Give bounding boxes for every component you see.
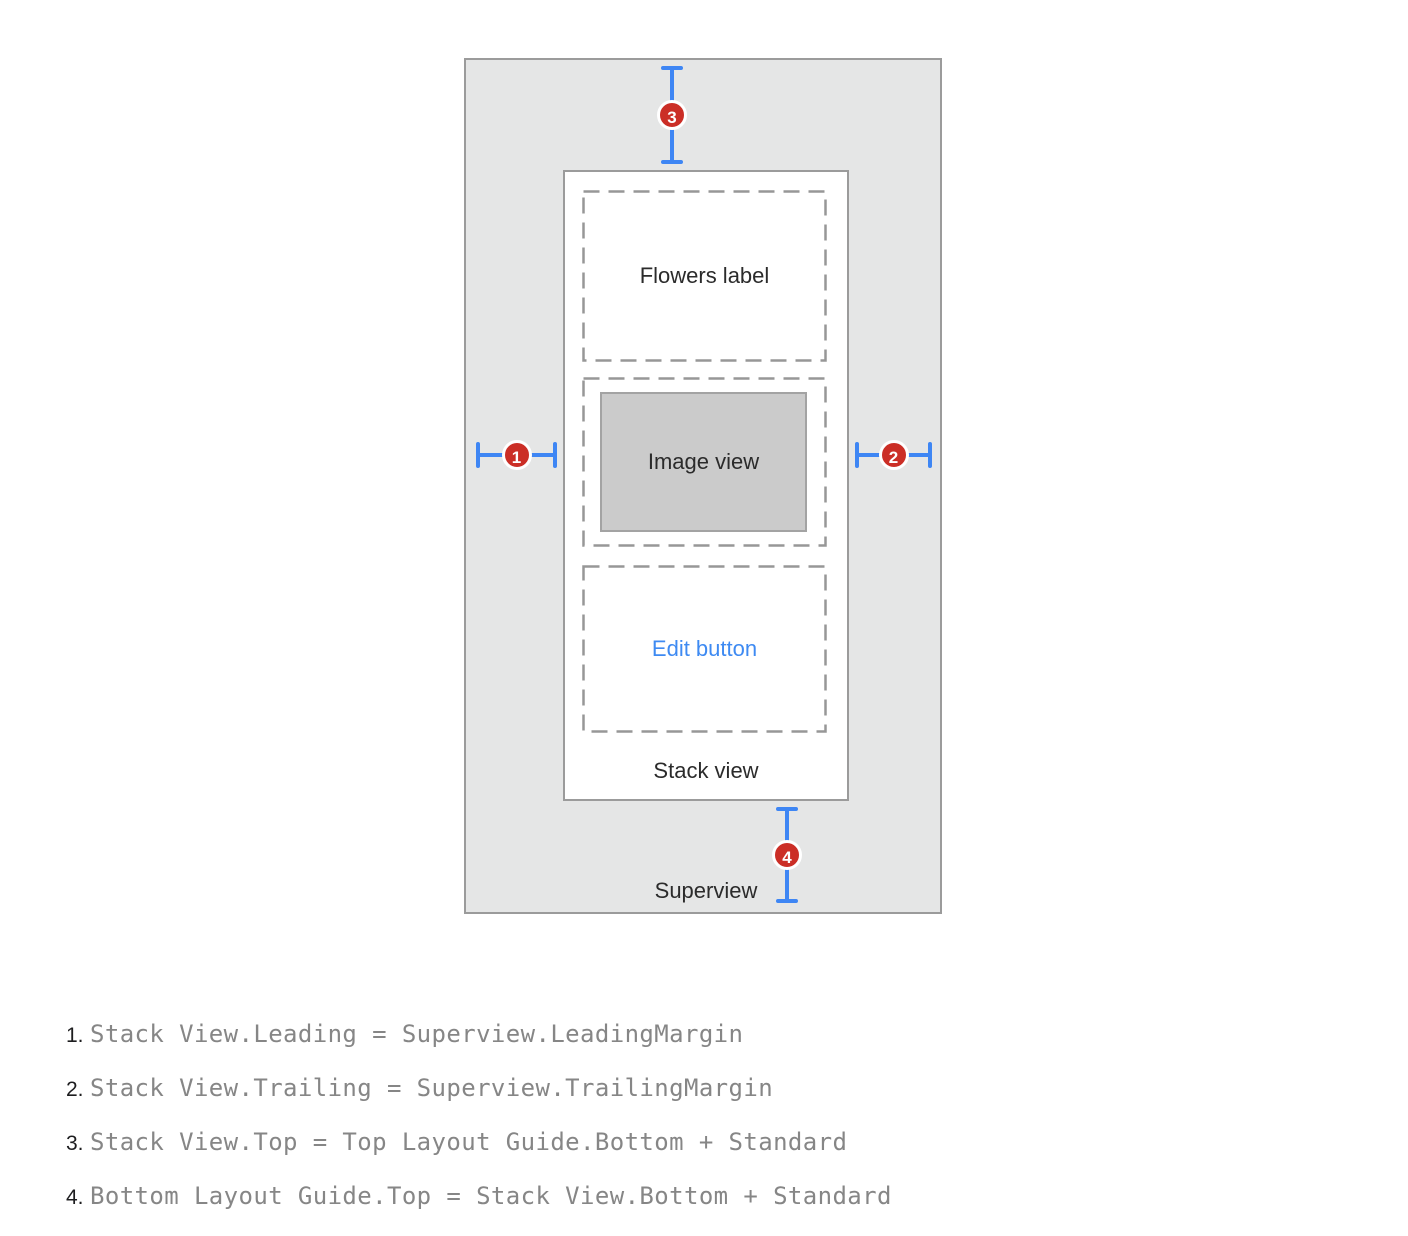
bottom-spacing-measure: 4 [772, 807, 802, 903]
constraint-equation: Stack View.Leading = Superview.LeadingMa… [90, 1020, 744, 1048]
flowers-label-placeholder: Flowers label [582, 190, 827, 362]
constraint-number: 4. [66, 1186, 84, 1209]
top-spacing-measure: 3 [657, 66, 687, 164]
edit-button-placeholder: Edit button [582, 565, 827, 733]
edit-button-label: Edit button [651, 636, 758, 661]
constraint-equation: Stack View.Trailing = Superview.Trailing… [90, 1074, 774, 1102]
constraint-equation: Bottom Layout Guide.Top = Stack View.Bot… [90, 1182, 892, 1210]
superview-label: Superview [654, 878, 758, 903]
list-item: 4. Bottom Layout Guide.Top = Stack View.… [66, 1182, 892, 1210]
image-view-placeholder: Image view [582, 377, 827, 547]
dashed-border [582, 190, 827, 362]
constraint-number: 3. [66, 1132, 84, 1155]
flowers-label: Flowers label [639, 263, 770, 288]
list-item: 2. Stack View.Trailing = Superview.Trail… [66, 1074, 892, 1102]
leading-margin-measure: 1 [476, 440, 557, 470]
constraint-4-badge: 4 [772, 840, 802, 870]
dashed-border [582, 565, 827, 733]
stack-view-box: Flowers label Image view Edit button Sta… [563, 170, 849, 801]
measure-cap-icon [928, 442, 932, 468]
image-view-label: Image view [647, 449, 760, 474]
constraint-number: 1. [66, 1024, 84, 1047]
superview-box: 3 1 2 4 Flowers label [464, 58, 942, 914]
measure-cap-icon [661, 160, 683, 164]
constraint-1-badge: 1 [501, 440, 532, 470]
list-item: 1. Stack View.Leading = Superview.Leadin… [66, 1020, 892, 1048]
image-view-rect: Image view [600, 392, 807, 532]
measure-cap-icon [776, 899, 798, 903]
stack-view-label: Stack view [653, 758, 759, 783]
constraint-2-badge: 2 [878, 440, 909, 470]
trailing-margin-measure: 2 [855, 440, 932, 470]
constraint-3-badge: 3 [657, 100, 687, 130]
constraint-number: 2. [66, 1078, 84, 1101]
constraint-list: 1. Stack View.Leading = Superview.Leadin… [66, 1020, 892, 1236]
list-item: 3. Stack View.Top = Top Layout Guide.Bot… [66, 1128, 892, 1156]
dashed-border [582, 377, 827, 547]
constraint-equation: Stack View.Top = Top Layout Guide.Bottom… [90, 1128, 848, 1156]
measure-cap-icon [553, 442, 557, 468]
